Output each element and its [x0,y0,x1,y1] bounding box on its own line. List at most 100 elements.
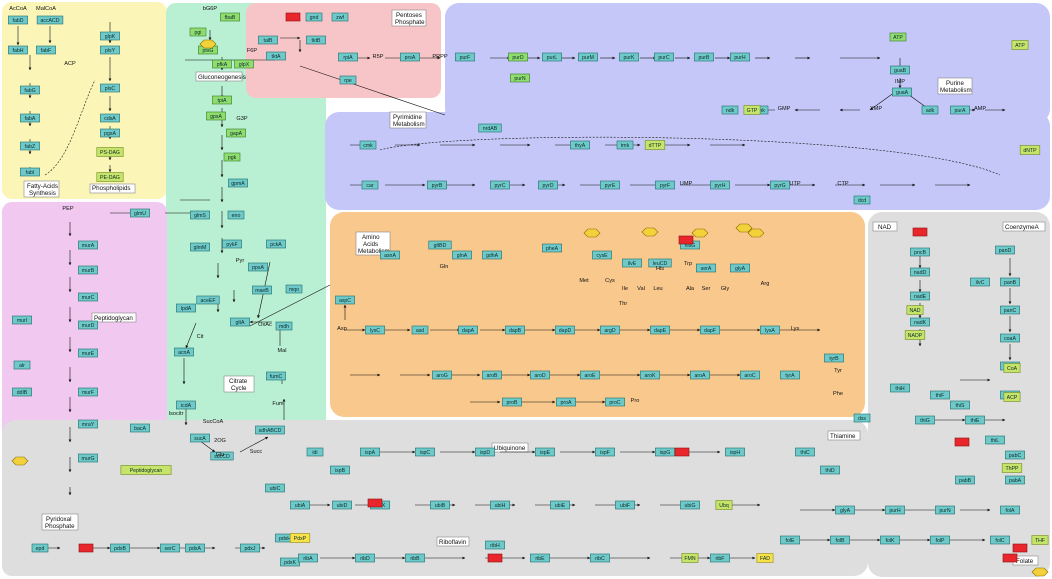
enzyme-tyrB[interactable]: tyrB [824,353,844,363]
enzyme-guaB[interactable]: guaB [890,65,910,75]
enzyme-thiE[interactable]: thiE [965,415,985,425]
enzyme-sdhABCD[interactable]: sdhABCD [255,425,285,435]
enzyme-fabI[interactable]: fabI [20,167,40,177]
cofactor-hexagon[interactable] [747,228,765,238]
enzyme-ispH[interactable]: ispH [725,447,745,457]
enzyme-dapE[interactable]: dapE [650,325,670,335]
enzyme-pabB[interactable]: pabB [955,475,975,485]
enzyme-aroE[interactable]: aroE [580,370,600,380]
enzyme-gpsA[interactable]: gpsA [206,111,226,121]
product-acp[interactable]: ACP [1003,392,1021,402]
enzyme-carAB[interactable]: car [361,180,379,190]
enzyme-coaA[interactable]: coaA [1000,333,1020,343]
cofactor-hexagon[interactable] [11,456,29,466]
enzyme-fabA[interactable]: fabA [20,113,40,123]
enzyme-murD[interactable]: murD [78,320,98,330]
enzyme-panB[interactable]: panB [1000,277,1020,287]
enzyme-aroK[interactable]: aroK [640,370,660,380]
enzyme-nadK[interactable]: nadK [910,317,930,327]
enzyme-zwf[interactable]: zwf [331,12,349,22]
enzyme-ilvE[interactable]: ilvE [622,258,642,268]
enzyme-thyA[interactable]: thyA [570,140,590,150]
enzyme-thiS[interactable]: thiS [950,400,970,410]
enzyme-ubiD[interactable]: ubiD [332,500,352,510]
enzyme-purN2[interactable]: purN [935,505,955,515]
cofactor-hexagon[interactable] [1031,567,1049,577]
enzyme-tpiA[interactable]: tpiA [212,95,232,105]
enzyme-pgk[interactable]: pgk [223,152,241,162]
enzyme-ribC[interactable]: ribC [590,553,610,563]
enzyme-ddlB[interactable]: ddlB [12,387,32,397]
product-gtp[interactable]: GTP [743,105,761,115]
enzyme-purH[interactable]: purH [730,52,750,62]
enzyme-gpmA[interactable]: gpmA [228,178,248,188]
product-nadp[interactable]: NADP [904,330,926,340]
enzyme-ribD[interactable]: ribD [355,553,375,563]
enzyme-murB[interactable]: murB [78,265,98,275]
enzyme-purF[interactable]: purF [455,52,475,62]
enzyme-marker-red[interactable] [678,235,694,245]
enzyme-pckA[interactable]: pckA [266,239,286,249]
enzyme-rpe[interactable]: rpe [339,75,357,85]
enzyme-murG[interactable]: murG [78,453,98,463]
enzyme-dcd[interactable]: dcd [853,195,871,205]
enzyme-nrdAB[interactable]: nrdAB [478,123,502,133]
enzyme-purH2[interactable]: purH [885,505,905,515]
enzyme-murA[interactable]: murA [78,240,98,250]
enzyme-eno[interactable]: eno [227,210,245,220]
enzyme-alr[interactable]: alr [13,360,31,370]
enzyme-marker-red[interactable] [912,227,928,237]
enzyme-pabC[interactable]: pabC [1005,450,1025,460]
enzyme-pdxA[interactable]: pdxA [185,543,205,553]
enzyme-lpdA[interactable]: lpdA [176,303,196,313]
enzyme-thiF[interactable]: thiF [930,390,950,400]
enzyme-glyA[interactable]: glyA [730,263,750,273]
enzyme-pyrE[interactable]: pyrE [600,180,620,190]
enzyme-purM[interactable]: purM [578,52,598,62]
product-dttp[interactable]: dTTP [644,140,666,150]
enzyme-tyrA[interactable]: tyrA [780,370,800,380]
enzyme-ribB[interactable]: ribB [405,553,425,563]
enzyme-dxs[interactable]: dxs [853,413,871,423]
enzyme-folA[interactable]: folA [1000,505,1020,515]
enzyme-thiC[interactable]: thiC [795,447,815,457]
enzyme-marker-red[interactable] [954,437,970,447]
enzyme-murF[interactable]: murF [78,387,98,397]
enzyme-proC[interactable]: proC [605,397,625,407]
enzyme-accACD[interactable]: accACD [36,15,64,25]
enzyme-fabF[interactable]: fabF [36,45,56,55]
enzyme-folP[interactable]: folP [930,535,950,545]
enzyme-glnA[interactable]: glnA [452,250,472,260]
enzyme-proB[interactable]: proB [502,397,522,407]
enzyme-proA[interactable]: proA [556,397,576,407]
enzyme-aroA[interactable]: aroA [690,370,710,380]
enzyme-aroB[interactable]: aroB [482,370,502,380]
enzyme-gltBD[interactable]: gltBD [428,240,452,250]
product-fad[interactable]: FAD [756,553,774,563]
enzyme-ubiE[interactable]: ubiE [550,500,570,510]
enzyme-serA[interactable]: serA [696,263,716,273]
enzyme-marker-red[interactable] [367,498,383,508]
product-peptidoglycan[interactable]: Peptidoglycan [120,465,172,475]
enzyme-pabA[interactable]: pabA [1005,475,1025,485]
enzyme-aroC[interactable]: aroC [740,370,760,380]
enzyme-ubiC[interactable]: ubiC [265,483,285,493]
enzyme-ribF[interactable]: ribF [710,553,730,563]
enzyme-mqo[interactable]: mqo [285,284,303,294]
enzyme-murC[interactable]: murC [78,292,98,302]
enzyme-argD[interactable]: argD [600,325,620,335]
enzyme-lysA[interactable]: lysA [760,325,780,335]
enzyme-epd[interactable]: epd [31,543,49,553]
enzyme-tktA[interactable]: tktA [266,51,286,61]
enzyme-fabH[interactable]: fabH [8,45,28,55]
cofactor-hexagon[interactable] [735,223,753,233]
enzyme-cdsA[interactable]: cdsA [100,113,120,123]
enzyme-purL[interactable]: purL [542,52,562,62]
enzyme-ispA[interactable]: ispA [360,447,380,457]
product-ps-dag[interactable]: PS-DAG [96,147,124,157]
enzyme-adk[interactable]: adk [921,105,939,115]
cofactor-hexagon[interactable] [691,228,709,238]
enzyme-ubiG[interactable]: ubiG [680,500,700,510]
cofactor-hexagon[interactable] [199,39,217,49]
enzyme-pyrG[interactable]: pyrG [770,180,790,190]
